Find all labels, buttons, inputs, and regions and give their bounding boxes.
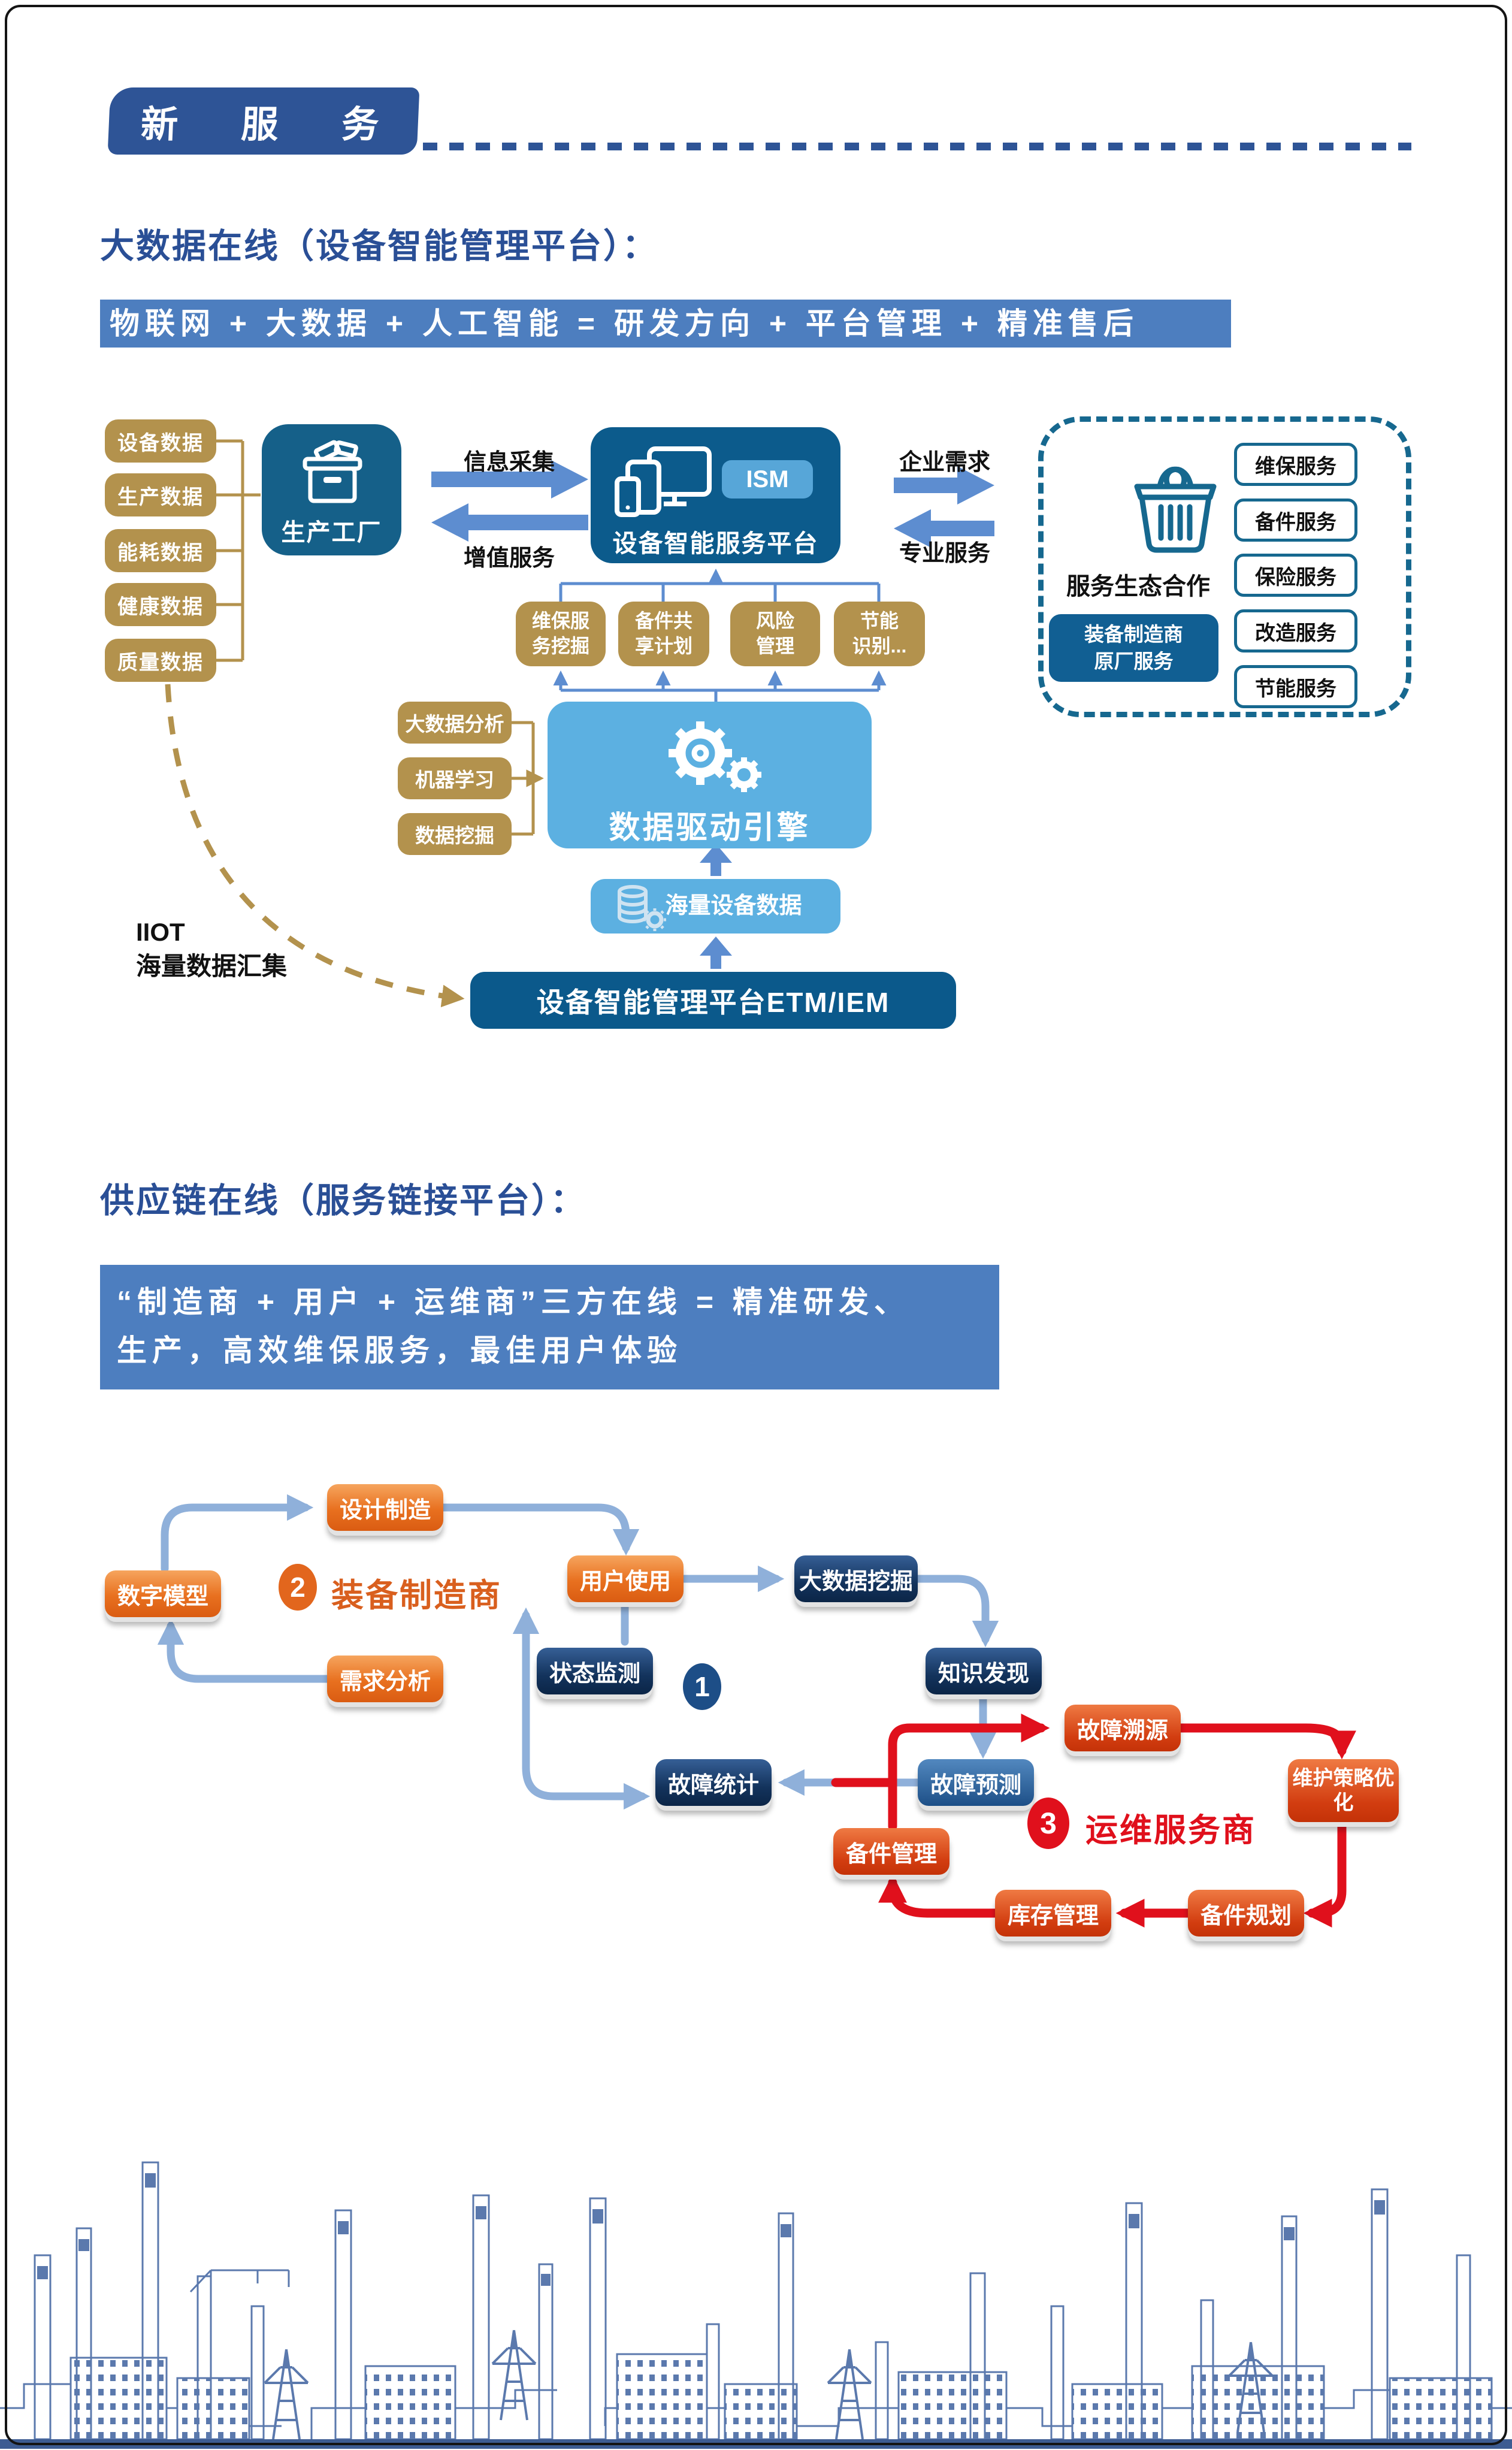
ml-data-mining: 数据挖掘 — [398, 813, 512, 855]
service-mining-connectors — [553, 569, 887, 702]
node-demand-analysis: 需求分析 — [327, 1656, 443, 1702]
node-condition-monitoring: 状态监测 — [537, 1648, 653, 1694]
data-source-equipment: 设备数据 — [105, 419, 216, 463]
node-fault-prediction: 故障预测 — [918, 1759, 1034, 1806]
mined-service-sharing: 备件共 享计划 — [618, 602, 709, 666]
cityscape-art — [0, 2161, 1512, 2449]
mass-data-label: 海量设备数据 — [665, 893, 802, 919]
label-professional-service: 专业服务 — [899, 541, 990, 566]
mined-service-risk: 风险 管理 — [730, 602, 820, 666]
header-dashed-divider — [423, 143, 1411, 150]
ism-badge: ISM — [722, 460, 813, 499]
ml-machine-learning: 机器学习 — [398, 757, 512, 799]
factory-platform-arrows — [431, 460, 994, 969]
iiot-dashed-curve — [165, 684, 465, 1008]
label-info-collect: 信息采集 — [463, 450, 555, 475]
data-engine-label: 数据驱动引擎 — [609, 811, 811, 845]
group3-number: 3 — [1027, 1798, 1069, 1849]
factory-box: 生产工厂 — [262, 424, 401, 555]
node-knowledge-discovery: 知识发现 — [926, 1648, 1042, 1694]
node-inventory-management: 库存管理 — [995, 1890, 1111, 1937]
data-source-energy: 能耗数据 — [105, 529, 216, 572]
node-spareparts-planning: 备件规划 — [1188, 1890, 1304, 1937]
node-maintenance-strategy: 维护策略优 化 — [1288, 1759, 1399, 1822]
eco-service-insurance: 保险服务 — [1234, 554, 1357, 597]
node-spareparts-management: 备件管理 — [833, 1828, 949, 1875]
ml-bigdata-analysis: 大数据分析 — [398, 702, 512, 744]
mined-service-energy: 节能 识别... — [834, 602, 925, 666]
section1-title: 大数据在线（设备智能管理平台）： — [100, 227, 658, 265]
node-bigdata-mining: 大数据挖掘 — [794, 1555, 918, 1602]
smart-service-platform-label: 设备智能服务平台 — [612, 530, 819, 557]
data-source-health: 健康数据 — [105, 583, 216, 626]
node-digital-model: 数字模型 — [105, 1570, 221, 1617]
eco-service-spareparts: 备件服务 — [1234, 499, 1357, 542]
gears-icon — [669, 721, 761, 792]
data-source-production: 生产数据 — [105, 473, 216, 516]
basket-icon — [1134, 467, 1217, 553]
section2-title: 供应链在线（服务链接平台）： — [100, 1182, 586, 1220]
database-icon — [618, 885, 666, 931]
group1-number: 1 — [683, 1663, 721, 1710]
section1-banner: 物联网 + 大数据 + 人工智能 = 研发方向 + 平台管理 + 精准售后 — [100, 300, 1231, 348]
eco-service-energysaving: 节能服务 — [1234, 665, 1357, 708]
oem-service-box: 装备制造商 原厂服务 — [1049, 614, 1218, 682]
section2-banner-line2: 生产，高效维保服务，最佳用户体验 — [117, 1334, 682, 1367]
iiot-label: IIOT 海量数据汇集 — [136, 918, 288, 980]
data-engine-box: 数据驱动引擎 — [548, 702, 872, 848]
ecosystem-dashed-container — [1038, 416, 1411, 717]
node-design-manufacture: 设计制造 — [327, 1484, 443, 1531]
ecosystem-title: 服务生态合作 — [1066, 573, 1210, 600]
node-fault-tracing: 故障溯源 — [1065, 1705, 1181, 1751]
eco-service-retrofit: 改造服务 — [1234, 609, 1357, 652]
mass-data-box: 海量设备数据 — [591, 879, 840, 934]
data-source-connectors — [216, 439, 535, 836]
etm-platform-bar: 设备智能管理平台ETM/IEM — [470, 972, 956, 1029]
maintenance-loop-arrows — [831, 1713, 1357, 1928]
factory-icon — [303, 440, 362, 503]
group3-label: 运维服务商 — [1085, 1812, 1256, 1848]
data-source-quality: 质量数据 — [105, 639, 216, 682]
section2-banner-line1: “制造商 + 用户 + 运维商”三方在线 = 精准研发、 — [117, 1285, 909, 1319]
node-user-usage: 用户使用 — [567, 1555, 684, 1602]
group2-number: 2 — [279, 1564, 317, 1611]
label-value-add: 增值服务 — [463, 546, 555, 571]
eco-service-maintenance: 维保服务 — [1234, 443, 1357, 486]
section2-banner: “制造商 + 用户 + 运维商”三方在线 = 精准研发、 生产，高效维保服务，最… — [100, 1265, 999, 1389]
smart-service-platform-box: ISM 设备智能服务平台 — [591, 427, 840, 563]
connector-overlay — [157, 439, 1357, 1928]
factory-label: 生产工厂 — [281, 519, 382, 546]
label-enterprise-demand: 企业需求 — [899, 450, 990, 475]
node-fault-statistics: 故障统计 — [655, 1759, 772, 1806]
mined-service-maintenance: 维保服 务挖掘 — [516, 602, 606, 666]
devices-icon — [615, 446, 712, 517]
group2-label: 装备制造商 — [331, 1578, 502, 1614]
